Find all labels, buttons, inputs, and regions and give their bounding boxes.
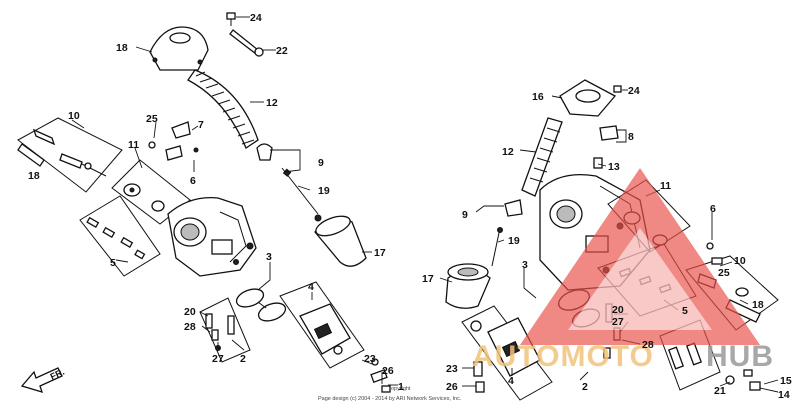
callout-4-left: 4 [308, 281, 314, 293]
part-9-left [256, 143, 273, 161]
callout-5-right: 5 [682, 305, 688, 317]
callout-6-left: 6 [190, 175, 196, 187]
callout-21: 21 [714, 385, 726, 397]
callout-3-right: 3 [522, 259, 528, 271]
callout-2-right: 2 [582, 381, 588, 393]
callout-9-right: 9 [462, 209, 468, 221]
callout-12-left: 12 [266, 97, 278, 109]
watermark-triangle [520, 168, 760, 345]
callout-3-left: 3 [266, 251, 272, 263]
callout-19-left: 19 [318, 185, 330, 197]
needle-19-right [491, 227, 503, 267]
callout-20-right: 20 [612, 304, 624, 316]
small-parts-6-25-right [706, 242, 723, 265]
callout-28-left: 28 [184, 321, 196, 333]
watermark: AUTOMOTO HUB [472, 168, 774, 373]
callout-25-left: 25 [146, 113, 158, 125]
top-cover-left [149, 26, 209, 71]
jets-5-left [79, 195, 161, 277]
float-3-left [235, 288, 287, 322]
pilot-screws-left [199, 297, 251, 363]
callout-4-right: 4 [508, 375, 514, 387]
part-8-13-right [593, 125, 619, 169]
callout-24-right: 24 [628, 85, 640, 97]
callout-10-left: 10 [68, 110, 80, 122]
callout-9-left: 9 [318, 157, 324, 169]
needle-19-left [281, 167, 319, 215]
callout-10-right: 10 [734, 255, 746, 267]
spring-12-left [187, 69, 259, 149]
callout-22: 22 [276, 45, 288, 57]
callout-14: 14 [778, 389, 790, 401]
callout-27-left: 27 [212, 353, 224, 365]
callout-17-right: 17 [422, 273, 434, 285]
callout-28-right: 28 [642, 339, 654, 351]
piston-17-right [445, 263, 491, 309]
callout-18-left: 18 [28, 170, 40, 182]
carburetor-body-left [167, 196, 257, 277]
callout-numbers: 24 18 22 12 10 25 7 11 6 18 9 19 17 5 3 … [28, 12, 792, 401]
callout-12-right: 12 [502, 146, 514, 158]
callout-11-right: 11 [660, 180, 671, 192]
copyright-fragment: opyright [391, 386, 411, 392]
callout-16: 16 [532, 91, 544, 103]
spring-12-right [521, 117, 563, 197]
callout-20-left: 20 [184, 306, 196, 318]
callout-5-left: 5 [110, 257, 116, 269]
callout-25-right: 25 [718, 267, 730, 279]
callout-17-left: 17 [374, 247, 386, 259]
drain-screws-right [473, 361, 485, 393]
watermark-text-a: AUTOMOTO [472, 340, 654, 373]
callout-15: 15 [780, 375, 792, 387]
callout-26-right: 26 [446, 381, 458, 393]
screw-24-right [613, 85, 622, 93]
callout-11-left: 11 [128, 139, 139, 151]
callout-18-cover: 18 [116, 42, 128, 54]
float-bowl-4-right [461, 305, 553, 401]
callout-24-top: 24 [250, 12, 262, 24]
callout-8: 8 [628, 131, 634, 143]
callout-13: 13 [608, 161, 620, 173]
bracket-11-left [111, 159, 191, 225]
callout-19-right: 19 [508, 235, 520, 247]
leader-lines [71, 16, 779, 393]
callout-7: 7 [198, 119, 204, 131]
small-parts-25-7-6-left [148, 121, 199, 161]
callout-18-right: 18 [752, 299, 764, 311]
watermark-triangle-inner [568, 228, 712, 330]
callout-26-left: 26 [382, 365, 394, 377]
direction-label: FR. [49, 367, 66, 382]
piston-17-left [314, 214, 367, 267]
choke-cable-10-left [17, 117, 123, 193]
watermark-text-b: HUB [706, 340, 774, 373]
callout-2-left: 2 [240, 353, 246, 365]
part-9-right [504, 199, 523, 217]
jet-needle-22-left [229, 29, 264, 57]
top-cover-right [559, 79, 617, 117]
callout-1: 1 [398, 381, 404, 393]
copyright-text: Page design (c) 2004 - 2014 by ARI Netwo… [318, 396, 462, 402]
callout-23-right: 23 [446, 363, 458, 375]
float-bowl-4-left [279, 281, 365, 369]
drain-screws-left [370, 358, 391, 393]
callout-6-right: 6 [710, 203, 716, 215]
callout-23-left: 23 [364, 353, 376, 365]
callout-27-right: 27 [612, 316, 624, 328]
front-direction-arrow: FR. [20, 367, 66, 393]
screw-24-left [226, 12, 236, 26]
